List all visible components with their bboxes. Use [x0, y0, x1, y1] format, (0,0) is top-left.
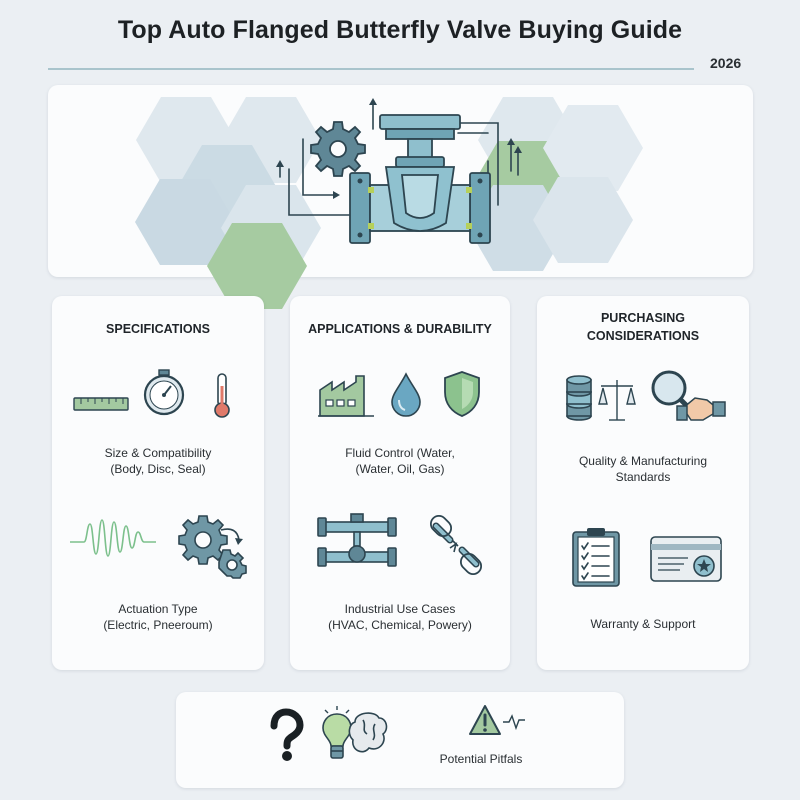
- fluid-control-caption: Fluid Control (Water, (Water, Oil, Gas): [345, 446, 455, 476]
- magnifier-handshake-icon: [651, 370, 726, 421]
- applications-durability-title: APPLICATIONS & DURABILITY: [308, 322, 492, 336]
- actuation-type-caption: Actuation Type (Electric, Pneeroum): [103, 602, 213, 632]
- broken-chain-icon: [429, 514, 483, 576]
- gear-icon: [310, 121, 366, 177]
- lightbulb-brain-icon: [322, 706, 388, 759]
- specifications-title: SPECIFICATIONS: [106, 322, 210, 336]
- warning-icon: [469, 705, 525, 735]
- thermometer-icon: [214, 373, 230, 418]
- factory-icon: [318, 375, 374, 417]
- ruler-icon: [73, 397, 129, 411]
- pipe-valve-icon: [317, 513, 397, 567]
- specifications-card: SPECIFICATIONS Size & Compatibility (Bod…: [52, 296, 264, 670]
- purchasing-considerations-card: PURCHASING CONSIDERATIONS Quality & Manu: [537, 296, 749, 670]
- warranty-support-caption: Warranty & Support: [590, 617, 696, 631]
- clipboard-checklist-icon: [572, 528, 620, 587]
- title-divider: [48, 68, 694, 70]
- warranty-card-icon: [650, 536, 722, 582]
- question-mark-icon: [270, 708, 304, 761]
- size-compatibility-caption: Size & Compatibility (Body, Disc, Seal): [104, 446, 212, 476]
- year-label: 2026: [710, 55, 742, 71]
- hero-banner: [48, 85, 753, 309]
- page-title: Top Auto Flanged Butterfly Valve Buying …: [117, 16, 683, 44]
- shield-icon: [444, 371, 480, 417]
- potential-pitfalls-card: Potential Pitfals: [176, 692, 624, 788]
- waveform-icon: [70, 519, 156, 557]
- quality-manufacturing-caption: Quality & Manufacturing Standards: [578, 454, 708, 484]
- butterfly-valve-icon: [349, 114, 491, 244]
- industrial-use-cases-caption: Industrial Use Cases (HVAC, Chemical, Po…: [328, 602, 472, 632]
- pressure-gauge-icon: [143, 369, 185, 416]
- potential-pitfalls-caption: Potential Pitfals: [439, 752, 523, 766]
- purchasing-considerations-title: PURCHASING CONSIDERATIONS: [586, 311, 700, 343]
- gears-icon: [178, 515, 247, 579]
- applications-durability-card: APPLICATIONS & DURABILITY Fluid Control …: [290, 296, 510, 670]
- water-drop-icon: [391, 372, 421, 417]
- coin-scale-icon: [566, 375, 636, 421]
